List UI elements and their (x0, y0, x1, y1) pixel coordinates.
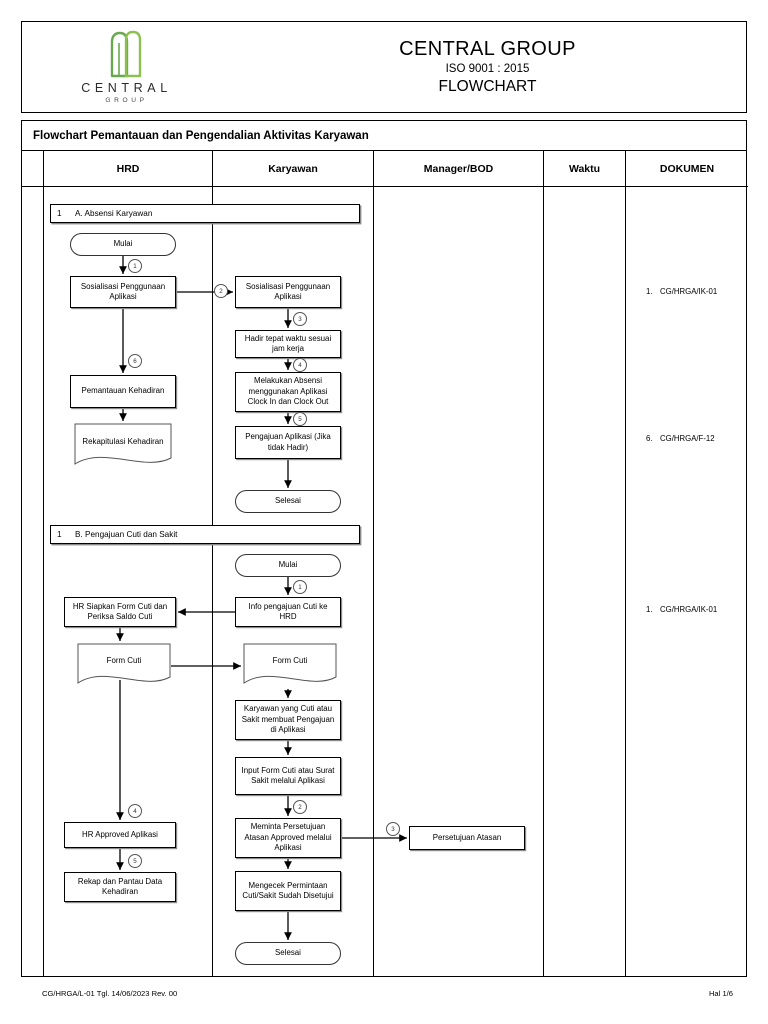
company-title: CENTRAL GROUP (399, 38, 576, 60)
column-body-blank (22, 187, 44, 976)
document-header: CENTRAL GROUP CENTRAL GROUP ISO 9001 : 2… (21, 21, 747, 113)
column-body-hrd (44, 187, 213, 976)
central-group-tower-logo-icon (110, 30, 141, 78)
column-header-blank (22, 151, 44, 187)
header-title-block: CENTRAL GROUP ISO 9001 : 2015 FLOWCHART (227, 22, 748, 112)
column-body-waktu (544, 187, 626, 976)
column-body-manager-bod (374, 187, 544, 976)
flowchart-table-title: Flowchart Pemantauan dan Pengendalian Ak… (22, 121, 746, 151)
flowchart-table: Flowchart Pemantauan dan Pengendalian Ak… (21, 120, 748, 977)
column-body-dokumen (626, 187, 748, 976)
logo-wordmark: CENTRAL (81, 81, 172, 95)
column-header-waktu: Waktu (544, 151, 626, 187)
column-header-dokumen: DOKUMEN (626, 151, 748, 187)
company-logo: CENTRAL GROUP (22, 22, 227, 112)
document-kind-title: FLOWCHART (438, 78, 537, 95)
footer-document-code: CG/HRGA/L-01 Tgl. 14/06/2023 Rev. 00 (42, 989, 178, 998)
column-body-karyawan (213, 187, 374, 976)
column-header-karyawan: Karyawan (213, 151, 374, 187)
footer-page-number: Hal 1/6 (708, 989, 733, 998)
column-header-hrd: HRD (44, 151, 213, 187)
iso-standard-line: ISO 9001 : 2015 (445, 63, 530, 75)
column-header-manager-bod: Manager/BOD (374, 151, 544, 187)
logo-subword: GROUP (105, 97, 148, 104)
